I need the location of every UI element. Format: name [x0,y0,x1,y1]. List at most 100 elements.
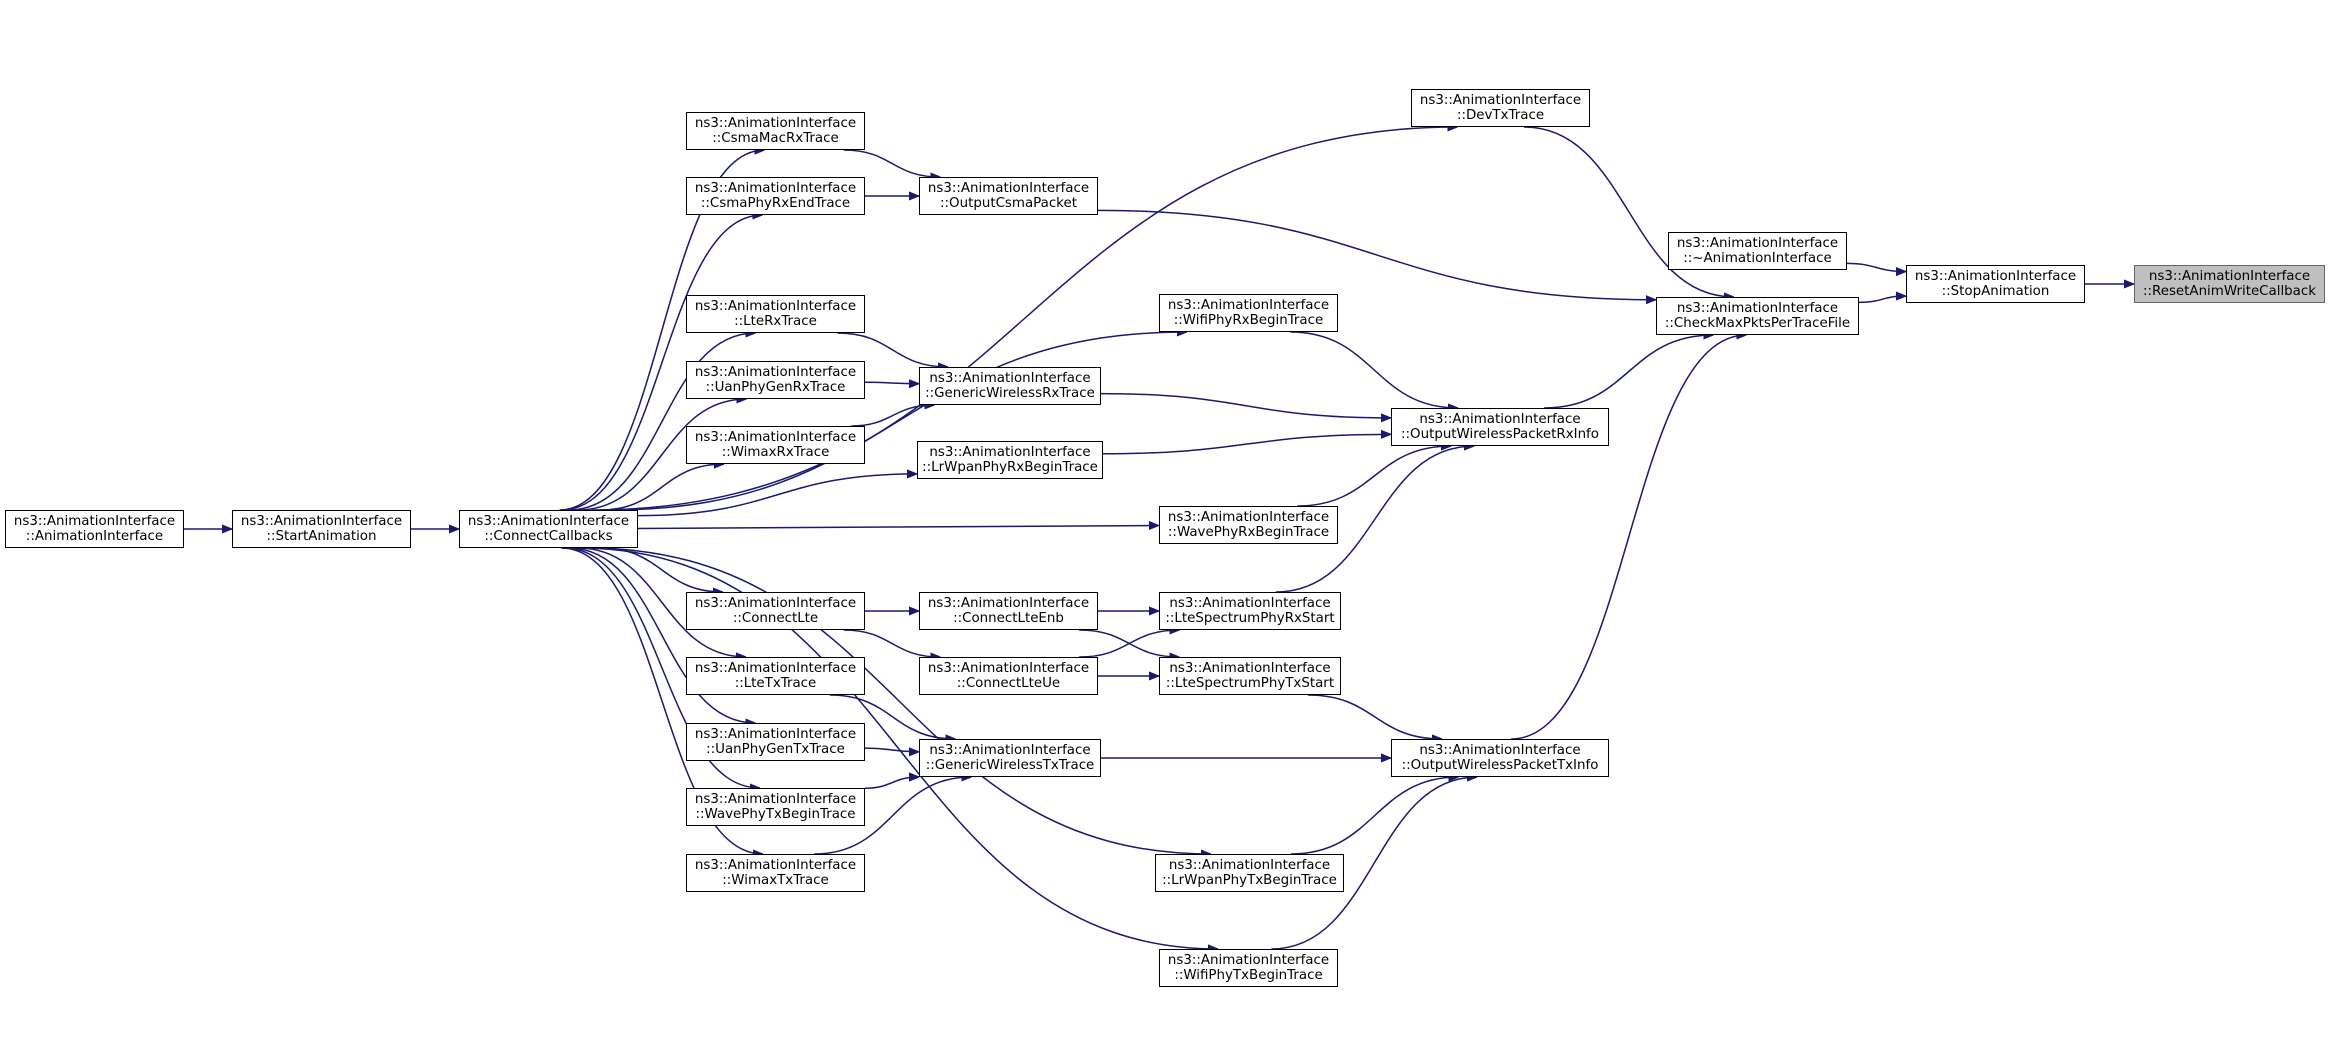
edge-specRx-to-outRx [1275,446,1474,593]
node-line2: ::OutputWirelessPacketRxInfo [1401,427,1599,442]
node-connect-callbacks[interactable]: ns3::AnimationInterface::ConnectCallback… [459,510,638,548]
node-line2: ::ConnectCallbacks [484,529,613,544]
node-line2: ::ConnectLteEnb [953,611,1064,626]
node-reset-anim-write-callback[interactable]: ns3::AnimationInterface::ResetAnimWriteC… [2134,265,2325,303]
node-line2: ::CheckMaxPktsPerTraceFile [1664,316,1851,331]
edge-cc-to-wimaxRx [599,464,724,511]
node-line1: ns3::AnimationInterface [1168,858,1331,873]
node-line2: ::LteSpectrumPhyRxStart [1165,611,1335,626]
node-lte-spectrum-phy-tx-start[interactable]: ns3::AnimationInterface::LteSpectrumPhyT… [1159,657,1341,695]
node-animation-interface-constructor[interactable]: ns3::AnimationInterface::AnimationInterf… [5,510,184,548]
node-line1: ns3::AnimationInterface [694,181,857,196]
node-connect-lte-ue[interactable]: ns3::AnimationInterface::ConnectLteUe [919,657,1098,695]
node-wimax-tx-trace[interactable]: ns3::AnimationInterface::WimaxTxTrace [686,854,865,892]
node-connect-lte-enb[interactable]: ns3::AnimationInterface::ConnectLteEnb [919,592,1098,630]
node-line1: ns3::AnimationInterface [1419,93,1582,108]
node-csma-phy-rx-end-trace[interactable]: ns3::AnimationInterface::CsmaPhyRxEndTra… [686,177,865,215]
node-line2: ::WavePhyRxBeginTrace [1167,525,1330,540]
node-line2: ::WimaxRxTrace [721,445,830,460]
node-output-wireless-packet-rx-info[interactable]: ns3::AnimationInterface::OutputWirelessP… [1391,408,1609,446]
node-line1: ns3::AnimationInterface [240,514,403,529]
node-line1: ns3::AnimationInterface [2148,269,2311,284]
edge-cc-to-lrTx [587,547,1211,854]
edge-outRx-to-check [1544,335,1713,409]
node-line2: ::OutputWirelessPacketTxInfo [1401,758,1599,773]
node-line2: ::ConnectLte [732,611,819,626]
node-line1: ns3::AnimationInterface [927,181,1090,196]
node-line2: ::WavePhyTxBeginTrace [695,807,856,822]
edge-outTx-to-check [1511,335,1746,740]
node-wifi-phy-tx-begin-trace[interactable]: ns3::AnimationInterface::WifiPhyTxBeginT… [1159,949,1338,987]
node-line1: ns3::AnimationInterface [1167,510,1330,525]
edge-cc-to-csmaPhy [561,215,762,511]
edge-uanRx-to-genRx [864,382,919,383]
node-line1: ns3::AnimationInterface [1167,298,1330,313]
node-line1: ns3::AnimationInterface [694,596,857,611]
node-check-max-pkts-per-trace-file[interactable]: ns3::AnimationInterface::CheckMaxPktsPer… [1656,297,1859,335]
node-lr-wpan-phy-tx-begin-trace[interactable]: ns3::AnimationInterface::LrWpanPhyTxBegi… [1155,854,1344,892]
node-uan-phy-gen-rx-trace[interactable]: ns3::AnimationInterface::UanPhyGenRxTrac… [686,361,865,399]
node-line2: ::UanPhyGenTxTrace [706,742,845,757]
node-stop-animation[interactable]: ns3::AnimationInterface::StopAnimation [1906,265,2085,303]
node-generic-wireless-tx-trace[interactable]: ns3::AnimationInterface::GenericWireless… [919,739,1101,777]
node-line2: ::~AnimationInterface [1683,251,1832,266]
node-line1: ns3::AnimationInterface [929,743,1091,758]
edge-cc-to-devTx [591,127,1457,511]
node-wave-phy-tx-begin-trace[interactable]: ns3::AnimationInterface::WavePhyTxBeginT… [686,788,865,826]
edge-cc-to-lrRx [637,474,917,517]
node-connect-lte[interactable]: ns3::AnimationInterface::ConnectLte [686,592,865,630]
node-line1: ns3::AnimationInterface [467,514,630,529]
node-lr-wpan-phy-rx-begin-trace[interactable]: ns3::AnimationInterface::LrWpanPhyRxBegi… [917,441,1103,479]
node-line2: ::UanPhyGenRxTrace [705,380,846,395]
node-dev-tx-trace[interactable]: ns3::AnimationInterface::DevTxTrace [1411,89,1590,127]
edge-genRx-to-outRx [1100,392,1391,418]
edge-specTx-to-outTx [1307,694,1442,739]
node-uan-phy-gen-tx-trace[interactable]: ns3::AnimationInterface::UanPhyGenTxTrac… [686,723,865,761]
edge-wifiTx-to-outTx [1271,777,1477,950]
node-wave-phy-rx-begin-trace[interactable]: ns3::AnimationInterface::WavePhyRxBeginT… [1159,506,1338,544]
node-line2: ::StartAnimation [266,529,377,544]
node-csma-mac-rx-trace[interactable]: ns3::AnimationInterface::CsmaMacRxTrace [686,112,865,150]
node-generic-wireless-rx-trace[interactable]: ns3::AnimationInterface::GenericWireless… [919,367,1101,405]
edge-lteRx-to-genRx [837,332,948,367]
node-lte-tx-trace[interactable]: ns3::AnimationInterface::LteTxTrace [686,657,865,695]
edge-cc-to-uanTx [568,547,756,723]
node-wifi-phy-rx-begin-trace[interactable]: ns3::AnimationInterface::WifiPhyRxBeginT… [1159,294,1338,332]
node-lte-spectrum-phy-rx-start[interactable]: ns3::AnimationInterface::LteSpectrumPhyR… [1159,592,1341,630]
node-line1: ns3::AnimationInterface [694,858,857,873]
node-line2: ::DevTxTrace [1456,108,1545,123]
node-line2: ::StopAnimation [1941,284,2050,299]
node-output-wireless-packet-tx-info[interactable]: ns3::AnimationInterface::OutputWirelessP… [1391,739,1609,777]
edge-cc-to-lteRx [568,333,756,511]
node-line1: ns3::AnimationInterface [1419,743,1581,758]
node-line1: ns3::AnimationInterface [694,299,857,314]
node-lte-rx-trace[interactable]: ns3::AnimationInterface::LteRxTrace [686,295,865,333]
edge-wimaxTx-to-genTx [814,777,971,855]
edge-cc-to-csmaMac [559,150,764,511]
node-line2: ::AnimationInterface [25,529,164,544]
edge-cc-to-lteTx [577,547,746,657]
node-line1: ns3::AnimationInterface [929,445,1091,460]
edge-wimaxRx-to-genRx [851,405,934,427]
node-line2: ::CsmaMacRxTrace [712,131,839,146]
edge-dtor-to-stop [1846,262,1906,271]
node-line2: ::LteTxTrace [734,676,817,691]
edge-lrRx-to-outRx [1102,434,1391,455]
node-line2: ::ConnectLteUe [956,676,1061,691]
node-line2: ::WifiPhyTxBeginTrace [1174,968,1323,983]
node-line1: ns3::AnimationInterface [1167,953,1330,968]
node-line2: ::OutputCsmaPacket [940,196,1077,211]
node-line1: ns3::AnimationInterface [694,661,857,676]
node-wimax-rx-trace[interactable]: ns3::AnimationInterface::WimaxRxTrace [686,426,865,464]
node-line1: ns3::AnimationInterface [1169,596,1331,611]
node-line1: ns3::AnimationInterface [694,792,857,807]
node-output-csma-packet[interactable]: ns3::AnimationInterface::OutputCsmaPacke… [919,177,1098,215]
node-line1: ns3::AnimationInterface [927,596,1090,611]
edge-cc-to-wifiRx [610,332,1187,511]
node-start-animation[interactable]: ns3::AnimationInterface::StartAnimation [232,510,411,548]
node-animation-interface-destructor[interactable]: ns3::AnimationInterface::~AnimationInter… [1668,232,1847,270]
node-line1: ns3::AnimationInterface [694,727,857,742]
edge-wifiRx-to-outRx [1290,331,1458,408]
node-line2: ::LrWpanPhyTxBeginTrace [1162,873,1337,888]
